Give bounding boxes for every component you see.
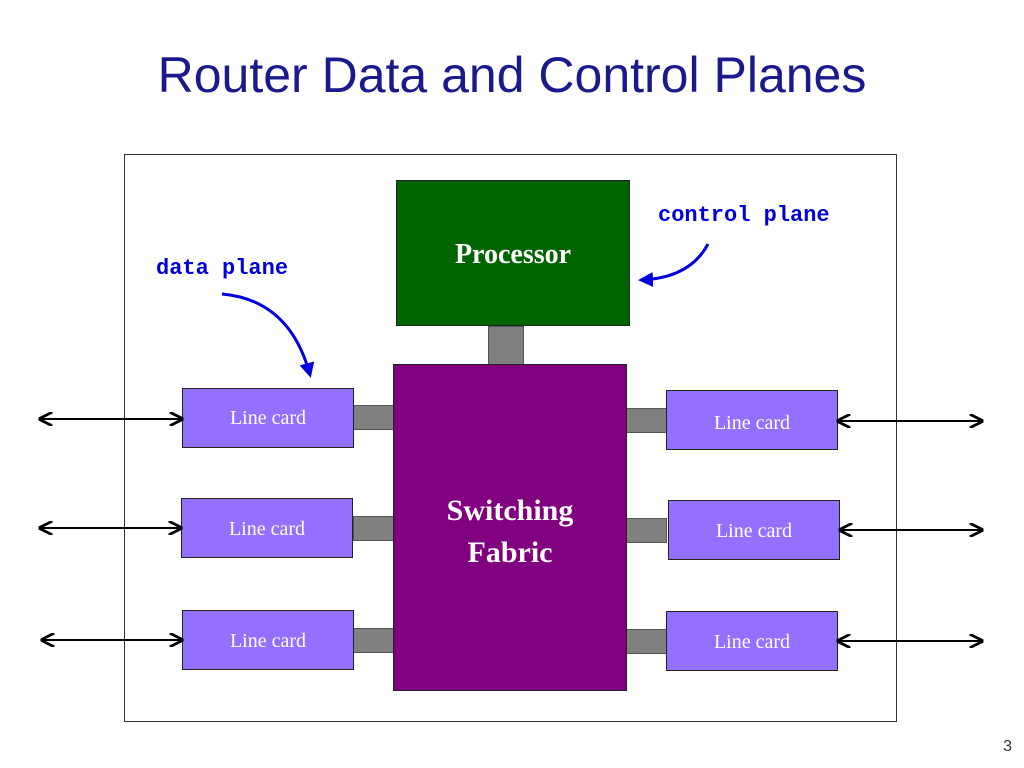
- line-card-left-1: Line card: [182, 388, 354, 448]
- right-connector-3: [626, 629, 667, 654]
- data-plane-arrow: [221, 292, 315, 378]
- line-card-right-3: Line card: [666, 611, 838, 671]
- data-plane-label: data plane: [156, 256, 289, 281]
- fabric-label-line2: Fabric: [467, 536, 553, 569]
- line-card-right-1: Line card: [666, 390, 838, 450]
- page-number: 3: [1003, 738, 1012, 755]
- processor-fabric-connector: [488, 326, 524, 365]
- fabric-label-line1: Switching: [446, 494, 574, 527]
- right-connector-1: [626, 408, 667, 433]
- line-card-right-2: Line card: [668, 500, 840, 560]
- router-frame: [124, 154, 897, 722]
- line-card-left-2: Line card: [181, 498, 353, 558]
- switching-fabric-box: Switching Fabric: [393, 364, 627, 691]
- line-card-left-3: Line card: [182, 610, 354, 670]
- processor-box: Processor: [396, 180, 630, 326]
- slide-title: Router Data and Control Planes: [157, 47, 867, 103]
- control-plane-label: control plane: [658, 203, 830, 228]
- control-plane-arrow: [638, 243, 710, 288]
